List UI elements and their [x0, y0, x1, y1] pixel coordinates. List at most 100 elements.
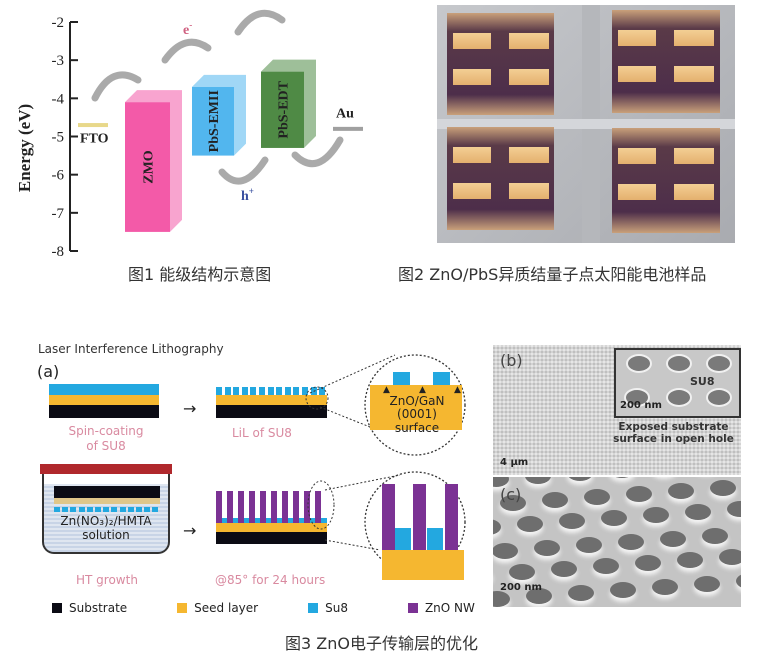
legend-item: Substrate [52, 601, 127, 615]
annotation-line2: surface in open hole [613, 433, 734, 445]
hole [668, 356, 690, 371]
y-tick-label: -2 [52, 15, 65, 31]
pore [500, 495, 526, 511]
pore [685, 504, 711, 520]
band-label: ZMO [142, 150, 157, 184]
hole [628, 356, 650, 371]
electron-label: e- [183, 20, 192, 38]
step3-label: HT growth [76, 573, 138, 587]
pore [635, 555, 661, 571]
zoom-circle-1: ▲ ▲ ▲ [305, 354, 466, 456]
band-pbs-edt [261, 71, 304, 148]
gold-electrode [509, 33, 549, 49]
y-axis-label: Energy (eV) [15, 104, 34, 192]
nanowire [260, 491, 266, 523]
arrow-icon: → [183, 521, 197, 540]
pore [509, 564, 535, 580]
legend-swatch [407, 603, 418, 613]
pore [493, 591, 510, 607]
legend-swatch [177, 603, 188, 613]
pore [652, 579, 678, 595]
nanowire [249, 491, 255, 523]
zoom1-label-line3: surface [394, 421, 440, 435]
pore [525, 477, 551, 484]
band-pbs-emii [192, 86, 234, 156]
hole-transfer-arc-2 [291, 136, 344, 168]
band-label: PbS-EDT [277, 80, 292, 138]
hole [708, 356, 730, 371]
legend-label: Substrate [69, 601, 128, 615]
solution-label: Zn(NO₃)₂/HMTA solution [44, 514, 168, 542]
panel-b-label: (b) [500, 351, 523, 370]
pore [694, 576, 720, 592]
gold-electrode [618, 66, 656, 82]
pore [660, 531, 686, 547]
solution-label-line2: solution [82, 528, 130, 542]
gold-electrode [509, 183, 549, 199]
level-label: Au [336, 106, 354, 121]
hole [626, 390, 648, 405]
pore [727, 501, 741, 517]
nanowire [315, 491, 321, 523]
pore [719, 549, 741, 565]
pore [601, 510, 627, 526]
hole-transfer-arc-1 [218, 156, 269, 185]
zoom1-label: ZnO/GaN (0001) surface [365, 395, 469, 435]
pore [710, 480, 736, 496]
nanowire [282, 491, 288, 523]
beaker-lid [40, 464, 172, 474]
band-label: PbS-EMII [207, 90, 222, 152]
zoom-circle-2 [307, 471, 466, 580]
nanowire-stack [216, 491, 327, 546]
beaker: Zn(NO₃)₂/HMTA solution [42, 474, 170, 554]
solar-cell-sample [447, 13, 554, 115]
pore [668, 483, 694, 499]
electron-transfer-arc-2 [161, 38, 212, 64]
gold-electrode [674, 184, 714, 200]
spin-coated-stack [49, 384, 159, 424]
band-zmo [125, 102, 170, 232]
legend-label: Seed layer [194, 601, 259, 615]
legend-item: ZnO NW [407, 601, 475, 615]
zoom1-label-line2: (0001) [397, 407, 437, 421]
sem-image-b: (b) SU8 200 nm Exposed substrate surface… [493, 345, 741, 475]
step4-label: @85° for 24 hours [215, 573, 326, 587]
sem-c-scale: 200 nm [500, 582, 542, 593]
up-arrow-icon: ▲ [383, 385, 390, 395]
pore [567, 477, 593, 481]
pore [702, 528, 728, 544]
step1-label-line2: of SU8 [86, 439, 126, 453]
legend-label: ZnO NW [424, 601, 475, 615]
annotation-line1: Exposed substrate [618, 421, 729, 433]
up-arrow-icon: ▲ [454, 385, 461, 395]
energy-level-fto [78, 123, 108, 128]
electron-transfer-arc-3 [234, 9, 286, 36]
up-arrow-icon: ▲ [419, 385, 426, 395]
nanowire [227, 491, 233, 523]
gold-electrode [453, 147, 491, 163]
pore [534, 540, 560, 556]
y-tick-label: -5 [52, 130, 65, 146]
step2-label: LiL of SU8 [232, 426, 292, 440]
solar-cell-sample [612, 128, 720, 233]
lil-title: Laser Interference Lithography [38, 342, 224, 356]
su8-label: SU8 [690, 375, 715, 388]
gold-electrode [618, 148, 656, 164]
solution-label-line1: Zn(NO₃)₂/HMTA [60, 514, 152, 528]
sem-b-inset: SU8 200 nm [614, 348, 741, 418]
gold-electrode [674, 66, 714, 82]
legend-swatch [308, 603, 319, 613]
gold-electrode [674, 30, 714, 46]
figure-2-caption: 图2 ZnO/PbS异质结量子点太阳能电池样品 [398, 265, 707, 284]
pore [677, 552, 703, 568]
pore [584, 489, 610, 505]
hole [668, 390, 690, 405]
y-tick-label: -4 [52, 91, 65, 107]
pore [493, 543, 518, 559]
level-label: FTO [80, 132, 109, 147]
pore [526, 588, 552, 604]
pore [736, 573, 741, 589]
sem-b-scale: 4 µm [500, 457, 529, 468]
